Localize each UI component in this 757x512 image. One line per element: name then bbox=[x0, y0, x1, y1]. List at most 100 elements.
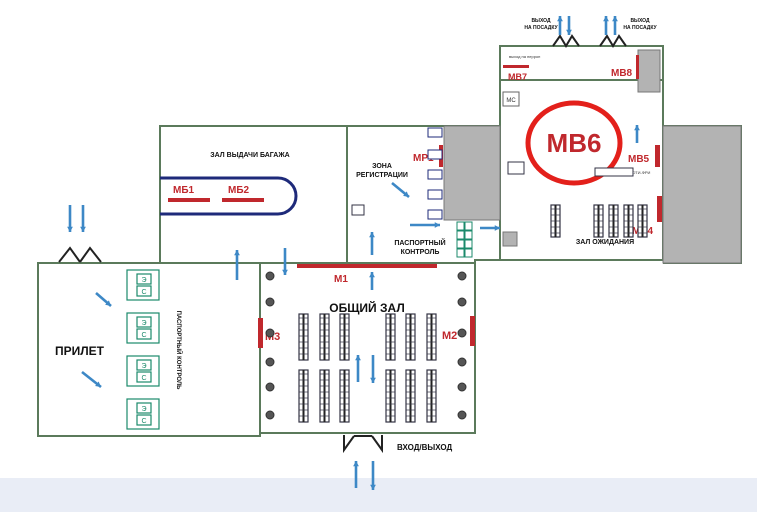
screening-icon bbox=[507, 161, 525, 175]
column-icon bbox=[457, 357, 467, 367]
svg-text:МБ1: МБ1 bbox=[173, 185, 195, 196]
mb8-block bbox=[637, 49, 661, 93]
arrow-icon bbox=[369, 272, 375, 290]
bench-icon bbox=[385, 369, 396, 423]
footer-band bbox=[0, 478, 757, 512]
column-icon bbox=[265, 328, 275, 338]
arrow-icon bbox=[480, 225, 500, 231]
gate-area-block bbox=[662, 125, 742, 264]
label-small-sign: выход на перрон bbox=[509, 54, 540, 59]
column-icon bbox=[265, 297, 275, 307]
bench-icon bbox=[298, 369, 309, 423]
label-waiting-hall: ЗАЛ ОЖИДАНИЯ bbox=[576, 239, 634, 246]
arrow-icon bbox=[355, 355, 361, 382]
arrow-icon bbox=[557, 16, 563, 35]
passport-desk bbox=[456, 239, 465, 249]
column-icon bbox=[265, 382, 275, 392]
checkin-desks bbox=[351, 127, 634, 258]
arrow-icon bbox=[370, 461, 376, 490]
column-icon bbox=[457, 328, 467, 338]
marker-m1: М1 bbox=[297, 264, 437, 285]
passport-booth: ЭС bbox=[126, 398, 160, 430]
svg-text:МВ5: МВ5 bbox=[628, 154, 650, 165]
bench-icon bbox=[637, 204, 648, 238]
arrow-icon bbox=[67, 205, 73, 232]
arrow-icon bbox=[603, 16, 609, 35]
svg-text:МБ2: МБ2 bbox=[228, 185, 250, 196]
passport-desk bbox=[464, 230, 473, 240]
passport-desk bbox=[456, 230, 465, 240]
arrow-icon bbox=[282, 248, 288, 275]
belt-icon bbox=[160, 176, 298, 216]
arrow-icon bbox=[353, 461, 359, 488]
label-boarding-exit-left-2: НА ПОСАДКУ bbox=[524, 25, 558, 31]
columns bbox=[265, 271, 467, 420]
label-checkin-zone: ЗОНА bbox=[372, 163, 392, 170]
bench-icon bbox=[298, 313, 309, 361]
svg-text:Э: Э bbox=[141, 406, 146, 413]
marker-mb2: МБ2 bbox=[222, 185, 264, 202]
svg-text:М1: М1 bbox=[334, 274, 348, 285]
bench-icon bbox=[385, 313, 396, 361]
bench-icon bbox=[339, 313, 350, 361]
column-icon bbox=[457, 271, 467, 281]
svg-text:Э: Э bbox=[141, 363, 146, 370]
svg-text:МВ7: МВ7 bbox=[508, 72, 527, 82]
checkin-desk bbox=[427, 169, 443, 180]
label-arrival: ПРИЛЕТ bbox=[55, 344, 105, 358]
svg-text:МС: МС bbox=[506, 98, 516, 104]
svg-text:МВ6: МВ6 bbox=[547, 128, 602, 158]
bench-icon bbox=[319, 369, 330, 423]
label-passport-control-vertical: ПАСПОРТНЫЙ КОНТРОЛЬ bbox=[175, 311, 183, 391]
arrow-icon bbox=[410, 222, 440, 228]
svg-text:М2: М2 bbox=[442, 330, 457, 342]
checkin-desk bbox=[427, 189, 443, 200]
benches bbox=[298, 204, 648, 423]
passport-booth: ЭС bbox=[126, 269, 160, 301]
bench-icon bbox=[426, 369, 437, 423]
bench-icon bbox=[405, 369, 416, 423]
arrow-icon bbox=[391, 181, 410, 199]
bench-icon bbox=[405, 313, 416, 361]
marker-mb7: МВ7 bbox=[503, 65, 529, 82]
arrow-icon bbox=[634, 125, 640, 143]
label-boarding-exit-right: ВЫХОД bbox=[630, 18, 650, 24]
bench-icon bbox=[608, 204, 619, 238]
arrow-icon bbox=[566, 16, 572, 35]
marker-mb6-highlight: МВ6 bbox=[525, 100, 623, 186]
passport-desk bbox=[456, 221, 465, 231]
label-boarding-exit-right-2: НА ПОСАДКУ bbox=[623, 25, 657, 31]
arrow-icon bbox=[95, 292, 112, 307]
passport-desk bbox=[464, 239, 473, 249]
marker-mb8: МВ8 bbox=[611, 55, 639, 79]
column-icon bbox=[265, 271, 275, 281]
column-icon bbox=[265, 357, 275, 367]
passport-booth: ЭС bbox=[126, 312, 160, 344]
svg-text:МВ8: МВ8 bbox=[611, 68, 633, 79]
svg-text:Э: Э bbox=[141, 320, 146, 327]
door-icon bbox=[58, 246, 102, 263]
screening-icon bbox=[351, 204, 365, 216]
marker-mb1: МБ1 bbox=[168, 185, 210, 202]
bench-icon bbox=[339, 369, 350, 423]
checkin-desk bbox=[427, 209, 443, 220]
mc-room: МС bbox=[502, 91, 520, 107]
marker-mb5: МВ5 bbox=[628, 145, 660, 167]
label-duty-free: ДЬЮТИ-ФРИ bbox=[626, 170, 651, 175]
label-passport-control-2: КОНТРОЛЬ bbox=[401, 249, 440, 256]
label-checkin-zone-2: РЕГИСТРАЦИИ bbox=[356, 172, 408, 179]
arrow-icon bbox=[81, 370, 102, 389]
svg-text:С: С bbox=[141, 332, 146, 339]
arrow-icon bbox=[369, 232, 375, 255]
column-icon bbox=[265, 410, 275, 420]
arrow-icon bbox=[234, 250, 240, 280]
bench-icon bbox=[593, 204, 604, 238]
door-icon bbox=[343, 435, 383, 454]
arrow-icon bbox=[80, 205, 86, 232]
svg-text:С: С bbox=[141, 418, 146, 425]
arrow-icon bbox=[370, 355, 376, 383]
column-icon bbox=[457, 410, 467, 420]
label-main-hall: ОБЩИЙ ЗАЛ bbox=[329, 300, 405, 315]
arrows bbox=[67, 16, 640, 490]
